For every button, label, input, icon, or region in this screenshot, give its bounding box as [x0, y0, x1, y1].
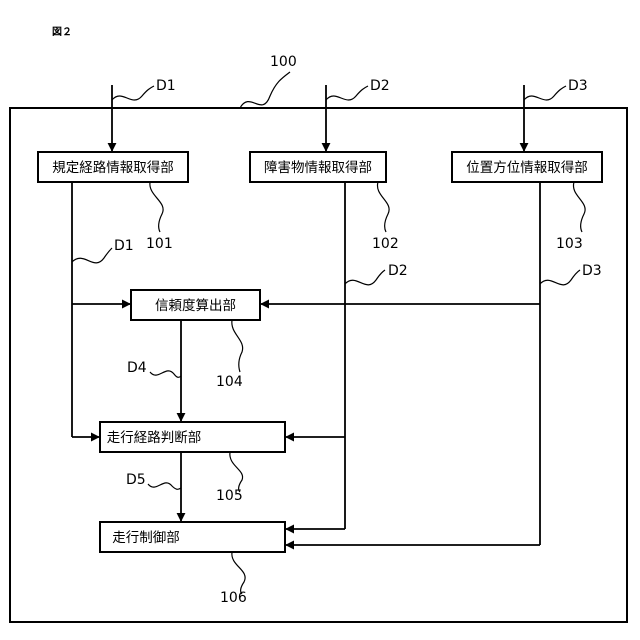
signal-d2: D2 — [388, 263, 408, 279]
input-d1-squiggle — [112, 86, 154, 100]
signal-d5: D5 — [126, 472, 146, 488]
signal-d4: D4 — [127, 360, 147, 376]
input-signal-d2: D2 — [370, 78, 390, 94]
input-d2-squiggle — [326, 86, 368, 100]
block-102-label: 障害物情報取得部 — [264, 159, 372, 176]
block-105: 走行経路判断部 — [100, 422, 285, 452]
block-103: 位置方位情報取得部 — [452, 152, 602, 182]
block-104: 信頼度算出部 — [131, 290, 260, 320]
system-label: 100 — [270, 54, 297, 70]
signal-d3: D3 — [582, 263, 602, 279]
figure-label: 図２ — [52, 26, 72, 38]
ref-106: 106 — [220, 590, 247, 606]
ref-101: 101 — [146, 236, 173, 252]
input-signal-d1: D1 — [156, 78, 176, 94]
input-signal-d3: D3 — [568, 78, 588, 94]
signal-d1: D1 — [114, 238, 134, 254]
ref-103: 103 — [556, 236, 583, 252]
block-103-label: 位置方位情報取得部 — [466, 159, 588, 176]
system-leader-line — [240, 72, 290, 108]
block-102: 障害物情報取得部 — [250, 152, 386, 182]
input-d3-squiggle — [524, 86, 566, 100]
ref-105: 105 — [216, 488, 243, 504]
block-106: 走行制御部 — [100, 522, 285, 552]
block-106-label: 走行制御部 — [112, 530, 180, 546]
block-101: 規定経路情報取得部 — [38, 152, 188, 182]
block-104-label: 信頼度算出部 — [155, 298, 236, 314]
block-105-label: 走行経路判断部 — [107, 430, 202, 446]
ref-104: 104 — [216, 374, 243, 390]
block-101-label: 規定経路情報取得部 — [52, 159, 174, 176]
ref-102: 102 — [372, 236, 399, 252]
